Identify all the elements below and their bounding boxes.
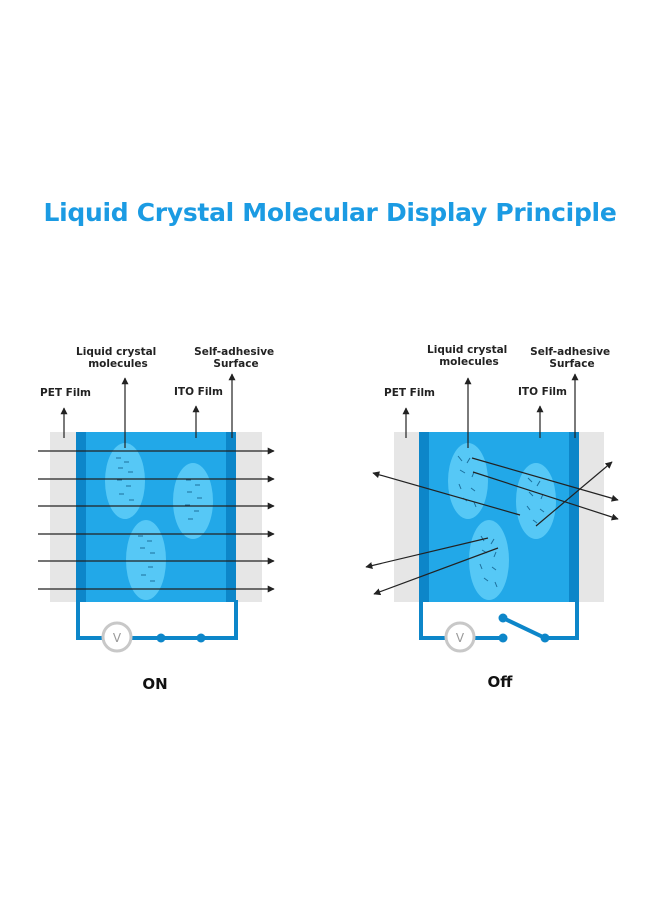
molecule xyxy=(448,443,488,519)
label-self-adhesive: Surface xyxy=(213,358,258,370)
svg-text:Liquid crystal molecules: Liquid crystal molecules xyxy=(427,344,511,368)
light-ray xyxy=(372,471,521,516)
state-label-off: Off xyxy=(488,673,514,691)
switch-contact xyxy=(540,633,550,643)
callouts-on xyxy=(60,373,236,448)
label-pet-film: PET Film xyxy=(384,387,435,399)
molecule xyxy=(105,443,145,519)
label-lc-molecules: Liquid crystal xyxy=(76,346,156,358)
ito-film-off-left xyxy=(419,432,429,602)
molecule xyxy=(126,520,166,600)
molecule xyxy=(516,463,556,539)
state-label-on: ON xyxy=(142,675,167,693)
light-ray xyxy=(471,457,619,502)
light-ray xyxy=(472,471,619,521)
label-lc-molecules: Liquid crystal xyxy=(427,344,507,356)
label-self-adhesive: Self-adhesive xyxy=(530,346,610,358)
switch-contact xyxy=(156,633,166,643)
label-lc-molecules: molecules xyxy=(439,356,499,368)
svg-text:Liquid crystal molecules: Liquid crystal molecules xyxy=(76,346,160,370)
light-rays-on xyxy=(38,447,275,593)
label-lc-molecules: molecules xyxy=(88,358,148,370)
circuit-off xyxy=(419,600,579,640)
label-ito-film: ITO Film xyxy=(518,386,567,398)
voltmeter-symbol: V xyxy=(456,631,465,645)
panel-off: V Liquid crystal molecules Self-adhesive… xyxy=(365,344,619,691)
voltmeter-icon xyxy=(101,621,133,653)
page-title: Liquid Crystal Molecular Display Princip… xyxy=(43,198,617,227)
light-ray xyxy=(535,461,613,527)
label-ito-film: ITO Film xyxy=(174,386,223,398)
switch-lever xyxy=(502,616,546,640)
panel-on: V Liquid crystal molecules Self-adhesive… xyxy=(38,346,278,693)
voltmeter-icon xyxy=(444,621,476,653)
label-self-adhesive: Surface xyxy=(549,358,594,370)
ito-film-on-right xyxy=(226,432,236,602)
molecule xyxy=(469,520,509,600)
light-ray xyxy=(365,537,489,569)
switch-contact xyxy=(498,613,508,623)
circuit-on xyxy=(76,600,238,640)
label-pet-film: PET Film xyxy=(40,387,91,399)
ito-film-on-left xyxy=(76,432,86,602)
light-ray xyxy=(373,547,499,596)
molecule xyxy=(173,463,213,539)
callouts-off xyxy=(402,373,579,448)
molecule-dashes xyxy=(116,457,202,582)
switch-contact xyxy=(196,633,206,643)
molecules-on xyxy=(105,443,213,600)
svg-text:Self-adhesive Surface: Self-adhesive Surface xyxy=(194,346,278,370)
light-rays-off xyxy=(365,457,619,596)
label-self-adhesive: Self-adhesive xyxy=(194,346,274,358)
ito-film-off-right xyxy=(569,432,579,602)
svg-text:Self-adhesive Surface: Self-adhesive Surface xyxy=(530,346,614,370)
switch-contact xyxy=(498,633,508,643)
voltmeter-symbol: V xyxy=(113,631,122,645)
